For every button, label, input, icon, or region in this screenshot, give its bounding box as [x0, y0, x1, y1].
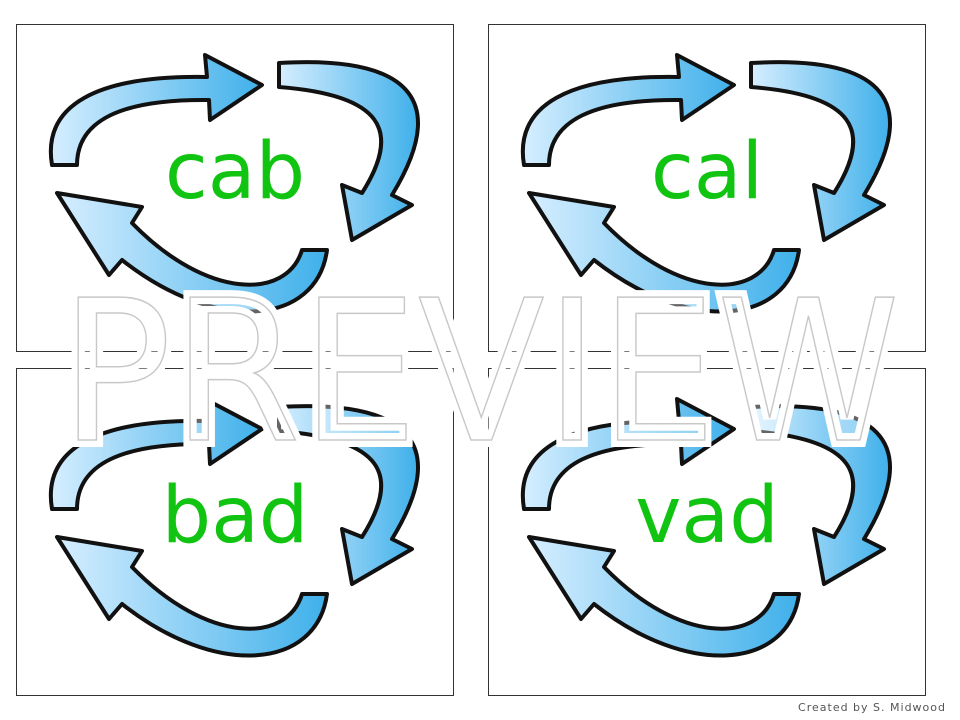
- word-card-4: vad: [488, 368, 926, 696]
- word-card-3: bad: [16, 368, 454, 696]
- credit-text: Created by S. Midwood: [798, 701, 946, 714]
- card-word: cab: [164, 127, 306, 217]
- word-card-2: cal: [488, 24, 926, 352]
- card-word: cal: [650, 127, 764, 217]
- card-word: bad: [161, 471, 309, 561]
- word-card-1: cab: [16, 24, 454, 352]
- card-word: vad: [635, 471, 779, 561]
